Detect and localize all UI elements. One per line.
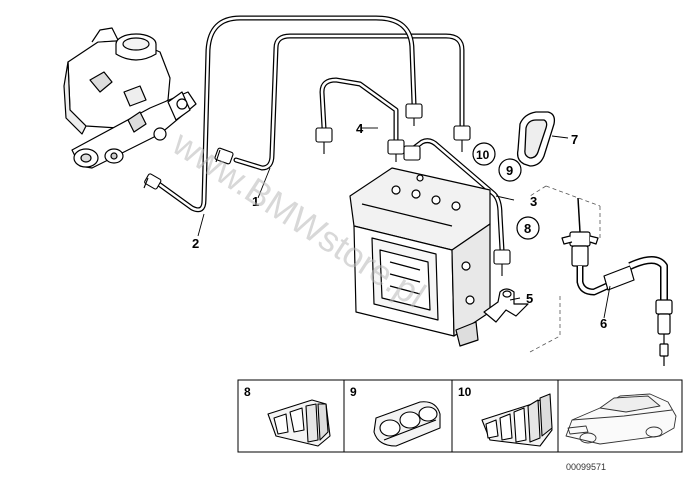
leader-lines xyxy=(197,127,611,319)
brake-line-4[interactable] xyxy=(319,77,399,143)
master-cylinder[interactable] xyxy=(63,27,197,169)
panel-label-8: 8 xyxy=(244,385,251,399)
callout-6: 6 xyxy=(600,316,607,331)
fitting-nut xyxy=(493,249,511,276)
fitting-nut xyxy=(403,145,421,161)
car-illustration xyxy=(565,393,677,445)
callout-9: 9 xyxy=(506,163,513,178)
callout-4: 4 xyxy=(356,121,364,136)
fitting-nut xyxy=(143,173,162,190)
fitting-nut xyxy=(315,127,333,154)
clip-8[interactable] xyxy=(267,399,331,447)
brake-line-3[interactable] xyxy=(411,138,505,253)
fitting-nut xyxy=(453,125,471,152)
circled-callout-8: 8 xyxy=(516,216,540,240)
grommet[interactable] xyxy=(516,111,556,167)
clip-9[interactable] xyxy=(373,401,441,447)
circled-callout-9: 9 xyxy=(498,158,522,182)
brake-hose[interactable] xyxy=(561,197,673,366)
callout-3: 3 xyxy=(530,194,537,209)
circled-callout-10: 10 xyxy=(472,142,496,166)
fitting-nut xyxy=(387,139,405,162)
callout-1: 1 xyxy=(252,194,259,209)
fittings xyxy=(143,103,511,276)
bracket[interactable] xyxy=(483,288,529,323)
dashed-outline xyxy=(529,185,601,353)
callout-2: 2 xyxy=(192,236,199,251)
clip-10[interactable] xyxy=(481,393,553,447)
brake-line-2[interactable] xyxy=(153,15,417,213)
image-code: 00099571 xyxy=(566,462,606,472)
fitting-nut xyxy=(405,103,423,126)
hydraulic-unit[interactable] xyxy=(349,167,491,347)
callout-10: 10 xyxy=(476,148,490,162)
brake-line-1[interactable] xyxy=(233,33,465,171)
fitting-nut xyxy=(214,147,234,165)
panel-label-9: 9 xyxy=(350,385,357,399)
callout-5: 5 xyxy=(526,291,533,306)
panel-label-10: 10 xyxy=(458,385,472,399)
callout-8: 8 xyxy=(524,221,531,236)
callout-7: 7 xyxy=(571,132,578,147)
